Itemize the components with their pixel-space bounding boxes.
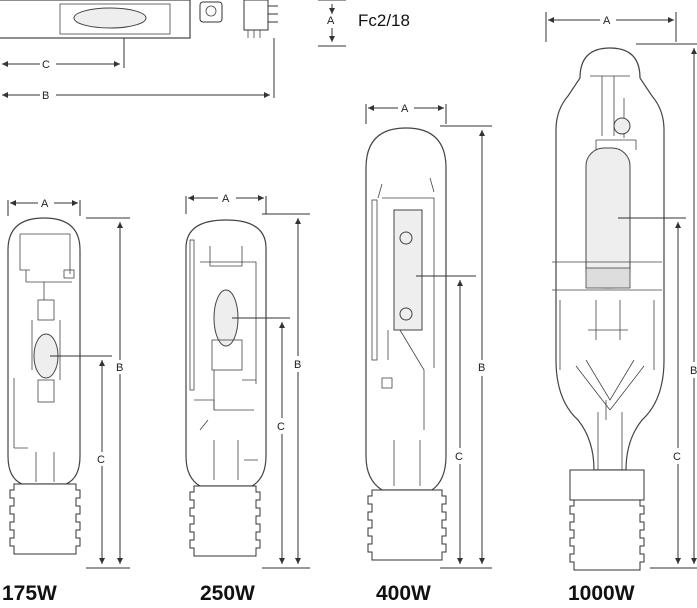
dim-label-b: B [294,359,301,371]
lamp-250w: A B C 250W [185,193,310,605]
dim-label-b: B [690,365,697,377]
double-ended-lamp: A C B [0,0,346,102]
base-code: Fc2/18 [358,11,410,30]
wattage-label: 175W [2,582,57,605]
terminal-block [199,1,223,23]
lamp-175w: A B C 175W [2,198,130,605]
dim-label-b: B [478,362,485,374]
dim-label-c: C [42,59,50,71]
dim-label-b: B [42,90,49,102]
dim-label-a: A [327,15,335,27]
dim-label-a: A [222,193,230,205]
lamp-400w: A B C 400W [365,103,492,605]
dim-label-a: A [41,198,49,210]
wattage-label: 400W [376,582,431,605]
dim-label-b: B [116,362,123,374]
wattage-label: 250W [200,582,255,605]
dim-label-a: A [401,103,409,115]
dim-label-c: C [673,451,681,463]
dim-label-a: A [603,15,611,27]
dim-label-c: C [277,421,285,433]
dim-label-c: C [455,451,463,463]
wattage-label: 1000W [568,582,635,605]
lamp-1000w: A B C 1000W [545,12,697,605]
dim-label-c: C [97,454,105,466]
